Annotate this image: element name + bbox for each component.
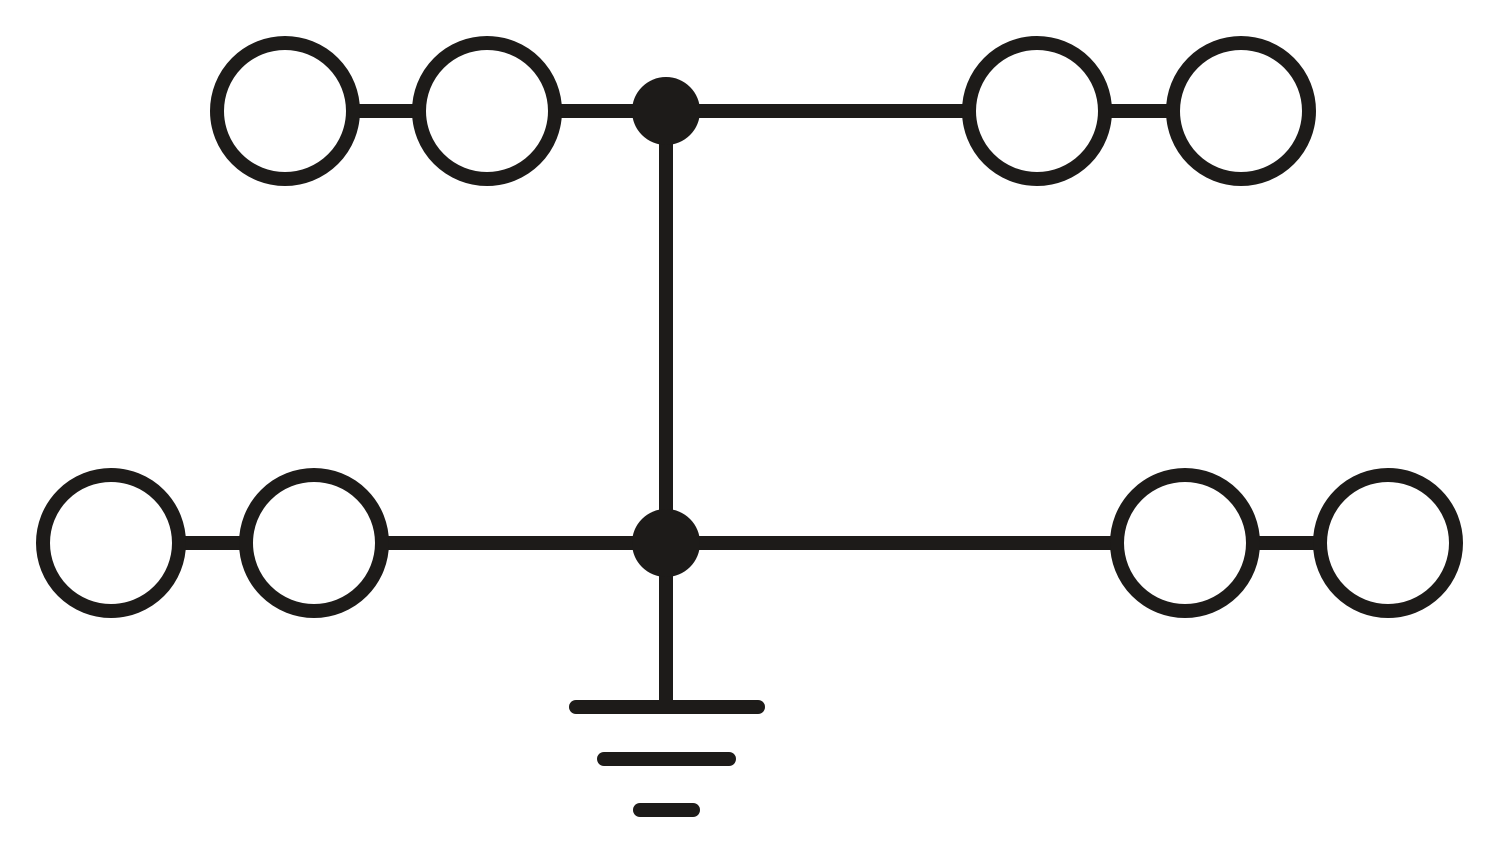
terminals [36,36,1463,618]
terminal-circle-bottom-left-inner [239,468,389,618]
wires [178,104,1321,707]
terminal-circle-top-left-outer [210,36,360,186]
terminal-circle-bottom-right-inner [1110,468,1260,618]
terminal-circle-bottom-right-outer [1313,468,1463,618]
terminal-circle-bottom-left-outer [36,468,186,618]
ground-icon [569,700,765,817]
terminal-circle-top-left-inner [412,36,562,186]
junction-dot-bottom [632,509,700,577]
terminal-circle-top-right-inner [962,36,1112,186]
terminal-circle-top-right-outer [1166,36,1316,186]
junctions [632,77,700,577]
junction-dot-top [632,77,700,145]
